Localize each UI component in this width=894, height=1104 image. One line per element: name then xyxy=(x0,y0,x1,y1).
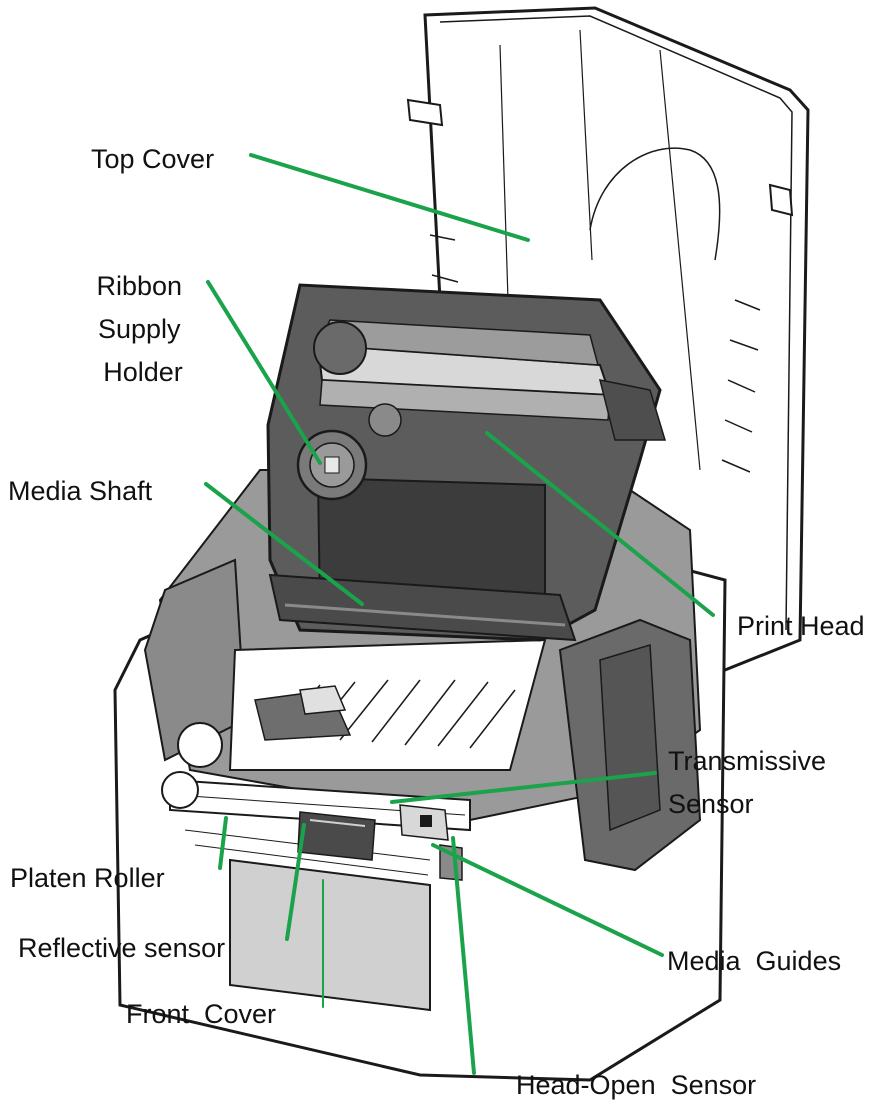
label-ribbon-line-3: Holder xyxy=(103,357,183,387)
leader-ribbon-supply-holder xyxy=(206,280,322,465)
leader-platen-roller xyxy=(218,816,228,870)
leader-reflective-sensor xyxy=(285,823,306,941)
leader-print-head xyxy=(485,431,715,617)
label-top-cover: Top Cover xyxy=(91,144,214,174)
print-mechanism xyxy=(266,283,667,642)
paper-path xyxy=(228,638,547,771)
platen-roller-shape xyxy=(161,722,471,1012)
label-ribbon-supply-holder: Ribbon Supply Holder xyxy=(96,271,189,387)
label-platen-roller: Platen Roller xyxy=(10,863,165,893)
label-print-head: Print Head xyxy=(737,611,865,641)
label-ribbon-line-2: Supply xyxy=(98,314,181,344)
label-reflective-sensor: Reflective sensor xyxy=(18,933,225,963)
label-transmissive-line-1: Transmissive xyxy=(668,746,826,776)
label-ribbon-line-1: Ribbon xyxy=(96,271,182,301)
label-media-guides: Media Guides xyxy=(667,946,841,976)
label-transmissive-line-2: Sensor xyxy=(668,789,754,819)
leader-top-cover xyxy=(249,153,530,242)
leader-transmissive-sensor xyxy=(390,771,657,804)
label-transmissive-sensor: Transmissive Sensor xyxy=(668,746,834,819)
label-head-open-sensor: Head-Open Sensor xyxy=(516,1070,756,1100)
leader-media-guides xyxy=(431,843,664,957)
label-media-shaft: Media Shaft xyxy=(8,476,153,506)
leader-media-shaft xyxy=(204,482,364,606)
label-front-cover: Front Cover xyxy=(126,999,276,1029)
leader-head-open-sensor xyxy=(451,836,476,1075)
